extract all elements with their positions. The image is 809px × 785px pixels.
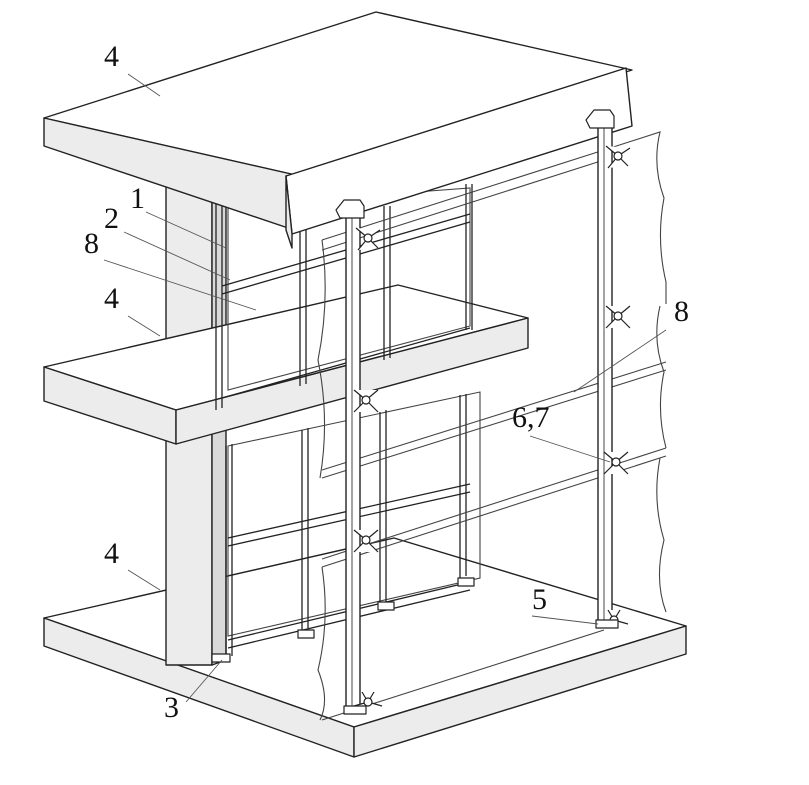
label-spider-fitting: 6,7 [512, 401, 550, 434]
label-top-slab: 4 [104, 40, 119, 73]
outer-post-right [585, 109, 615, 625]
spider-fitting [353, 389, 379, 413]
spider-fitting [355, 227, 381, 251]
leader-lines [103, 73, 667, 703]
label-base-fitting: 5 [532, 583, 547, 616]
spider-fitting [605, 305, 631, 329]
label-post-anchor: 3 [164, 691, 179, 724]
label-bottom-slab: 4 [104, 537, 119, 570]
spider-fitting [603, 451, 629, 475]
label-middle-slab: 4 [104, 282, 119, 315]
spider-fitting [353, 529, 379, 553]
bottom-floor-slab [43, 537, 687, 758]
label-outer-glass: 8 [674, 295, 689, 328]
label-frame-post: 1 [130, 182, 145, 215]
top-floor-slab [43, 11, 633, 249]
label-frame-rail: 2 [104, 202, 119, 235]
label-inner-glass: 8 [84, 227, 99, 260]
spider-fitting [353, 691, 383, 707]
spider-fitting [605, 145, 631, 169]
